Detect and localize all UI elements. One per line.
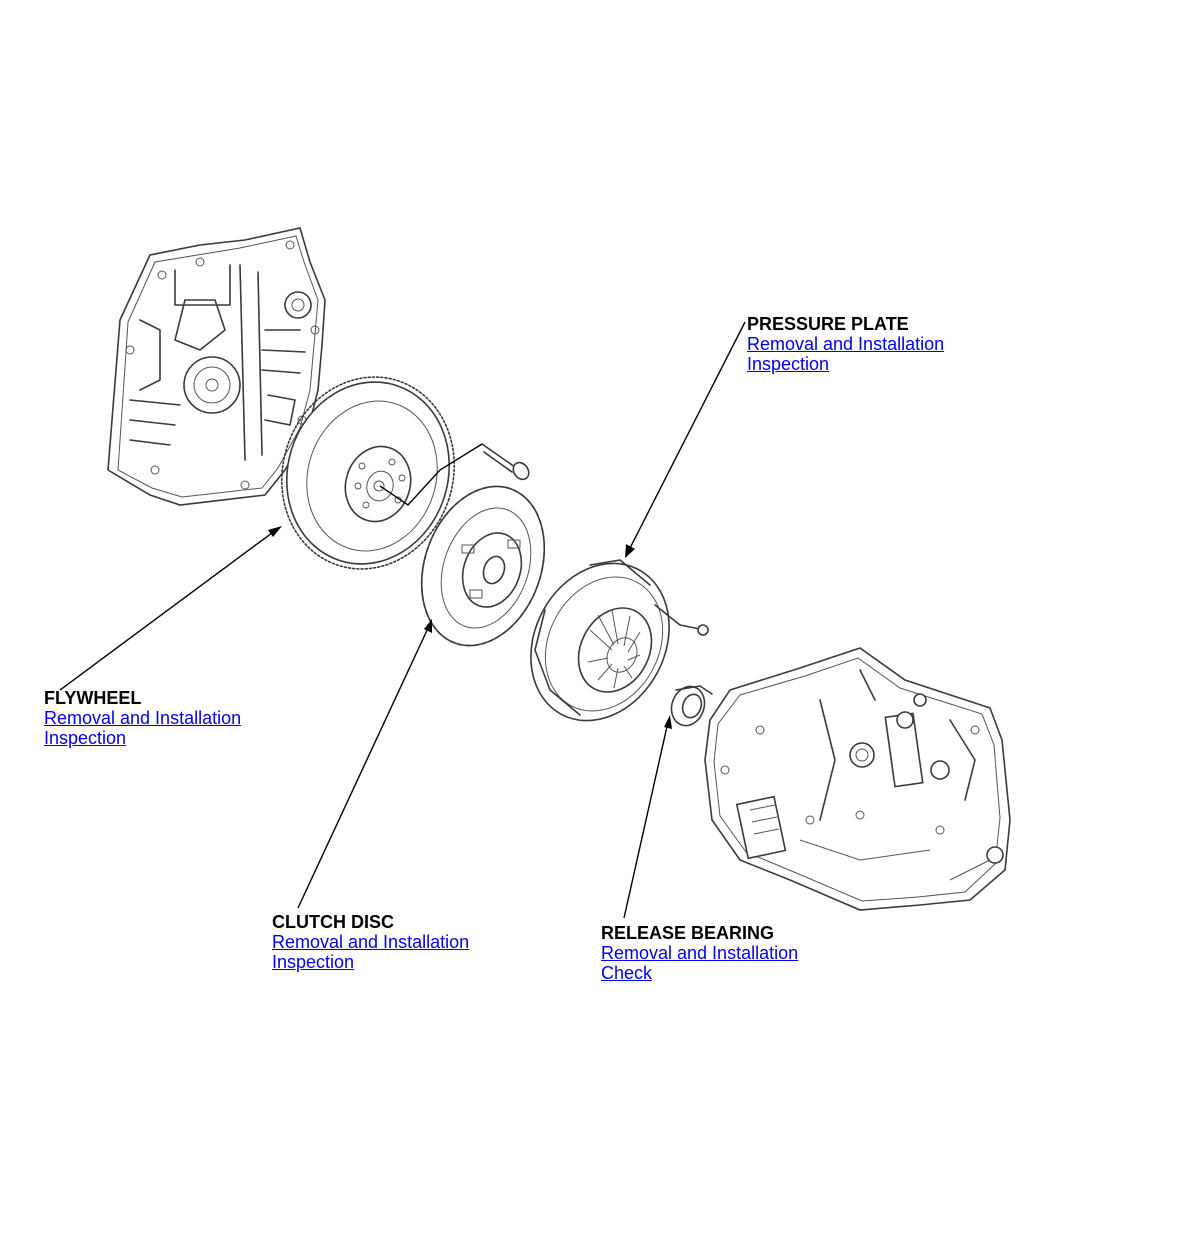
clutch-disc-arrowhead [424, 619, 432, 633]
callout-clutch-disc: CLUTCH DISC Removal and Installation Ins… [272, 912, 469, 972]
engine-block-illustration [107, 227, 326, 506]
callout-pressure-plate: PRESSURE PLATE Removal and Installation … [747, 314, 944, 374]
clutch-disc-leader [297, 625, 430, 909]
pressure-plate-removal-link[interactable]: Removal and Installation [747, 334, 945, 354]
bolt-illustration [379, 443, 530, 506]
pressure-plate-inspection-link[interactable]: Inspection [747, 354, 830, 374]
flywheel-illustration [280, 376, 456, 570]
leader-lines [59, 321, 746, 919]
clutch-disc-title: CLUTCH DISC [272, 912, 394, 932]
clutch-disc-illustration [420, 485, 546, 647]
release-bearing-leader [623, 721, 669, 919]
flywheel-leader [59, 529, 277, 691]
clutch-disc-removal-link[interactable]: Removal and Installation [272, 932, 470, 952]
release-bearing-arrowhead [664, 715, 672, 729]
clutch-disc-inspection-link[interactable]: Inspection [272, 952, 355, 972]
pressure-plate-leader [627, 321, 746, 553]
transmission-illustration [704, 647, 1011, 911]
callout-release-bearing: RELEASE BEARING Removal and Installation… [601, 923, 798, 983]
pressure-plate-arrowhead [625, 544, 635, 558]
release-bearing-title: RELEASE BEARING [601, 923, 775, 943]
pressure-plate-illustration [530, 559, 709, 722]
callout-flywheel: FLYWHEEL Removal and Installation Inspec… [44, 688, 241, 748]
flywheel-inspection-link[interactable]: Inspection [44, 728, 127, 748]
flywheel-title: FLYWHEEL [44, 688, 142, 708]
release-bearing-check-link[interactable]: Check [601, 963, 653, 983]
release-bearing-removal-link[interactable]: Removal and Installation [601, 943, 799, 963]
flywheel-removal-link[interactable]: Removal and Installation [44, 708, 242, 728]
flywheel-arrowhead [268, 526, 282, 537]
pressure-plate-title: PRESSURE PLATE [747, 314, 909, 334]
release-bearing-illustration [670, 685, 713, 727]
